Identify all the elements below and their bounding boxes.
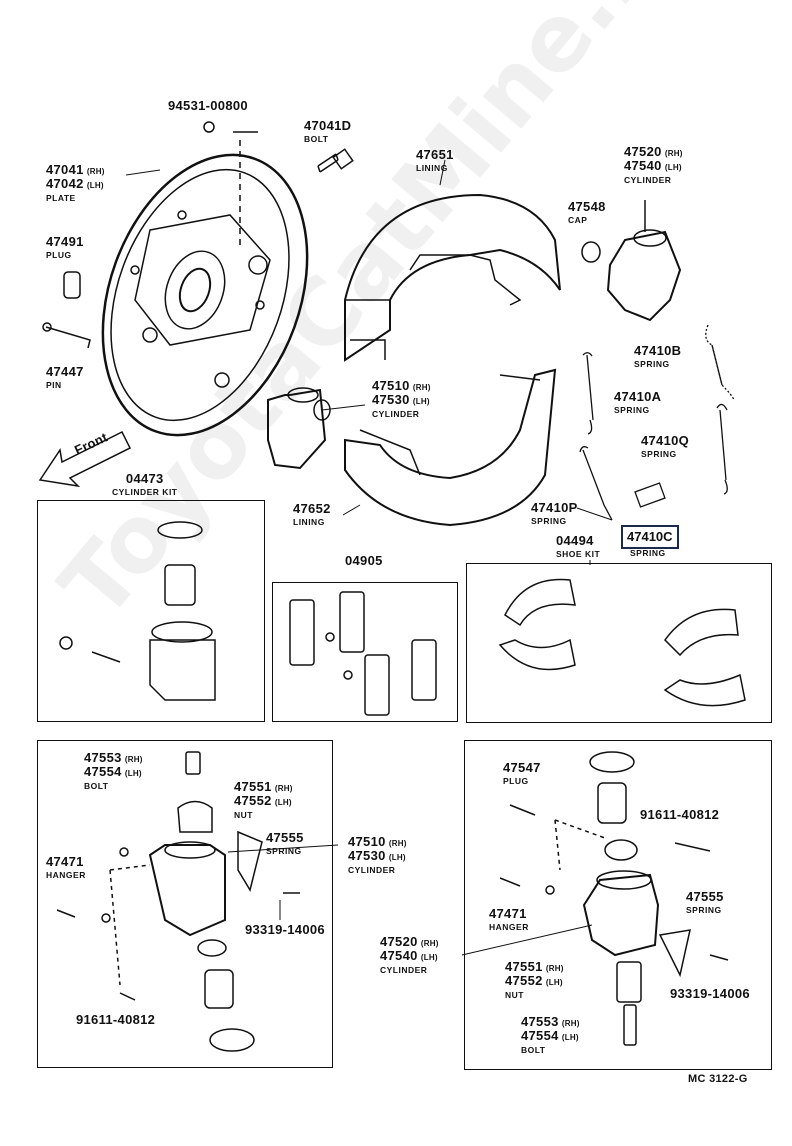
label-47410c-desc: SPRING <box>630 548 666 558</box>
shoe-lower-47652 <box>344 368 557 527</box>
cylinder-kit-box <box>37 500 265 722</box>
diagram-code: MC 3122-G <box>688 1073 748 1085</box>
springs <box>579 324 735 521</box>
cylinder-kit-parts <box>59 521 216 701</box>
front-arrow <box>38 430 132 488</box>
label-47553-right: 47553 (RH) 47554 (LH) BOLT <box>521 1014 580 1055</box>
shoe-kit-parts <box>498 578 746 707</box>
label-91611-right: 91611-40812 <box>640 807 720 822</box>
label-93319-left: 93319-14006 <box>245 922 325 937</box>
label-91611-left: 91611-40812 <box>76 1012 156 1027</box>
plug-47491 <box>63 271 81 299</box>
label-47041: 47041 (RH) 47042 (LH) PLATE <box>46 162 105 203</box>
wheel-cylinder-47510 <box>267 387 331 470</box>
label-47551-left: 47551 (RH) 47552 (LH) NUT <box>234 779 293 820</box>
repair-kit-box <box>272 582 458 722</box>
label-47551-right: 47551 (RH) 47552 (LH) NUT <box>505 959 564 1000</box>
label-47510-bottom: 47510 (RH) 47530 (LH) CYLINDER <box>348 834 407 875</box>
right-cylinder-detail-box <box>464 740 772 1070</box>
label-47520-bottom: 47520 (RH) 47540 (LH) CYLINDER <box>380 934 439 975</box>
label-94531: 94531-00800 <box>168 98 248 113</box>
label-47510-top: 47510 (RH) 47530 (LH) CYLINDER <box>372 378 431 419</box>
left-cylinder-detail-box <box>37 740 333 1068</box>
label-47553-left: 47553 (RH) 47554 (LH) BOLT <box>84 750 143 791</box>
cap-47548 <box>581 241 601 263</box>
pin-47447 <box>42 322 91 349</box>
leader-lines <box>125 159 613 956</box>
shoe-kit-box <box>466 563 772 723</box>
label-93319-right: 93319-14006 <box>670 986 750 1001</box>
cylinder-47510-exploded <box>56 751 300 1052</box>
repair-kit-parts <box>289 591 437 716</box>
highlighted-part-47410c[interactable]: 47410C <box>621 525 679 549</box>
bolt-47041d <box>317 148 354 173</box>
label-04905: 04905 <box>345 553 383 568</box>
cylinder-47520-exploded <box>499 751 729 1046</box>
nut-94531 <box>203 121 215 133</box>
backing-plate <box>101 131 309 437</box>
wheel-cylinder-47520 <box>606 200 682 322</box>
label-47520-top: 47520 (RH) 47540 (LH) CYLINDER <box>624 144 683 185</box>
shoe-upper-47651 <box>344 193 561 362</box>
